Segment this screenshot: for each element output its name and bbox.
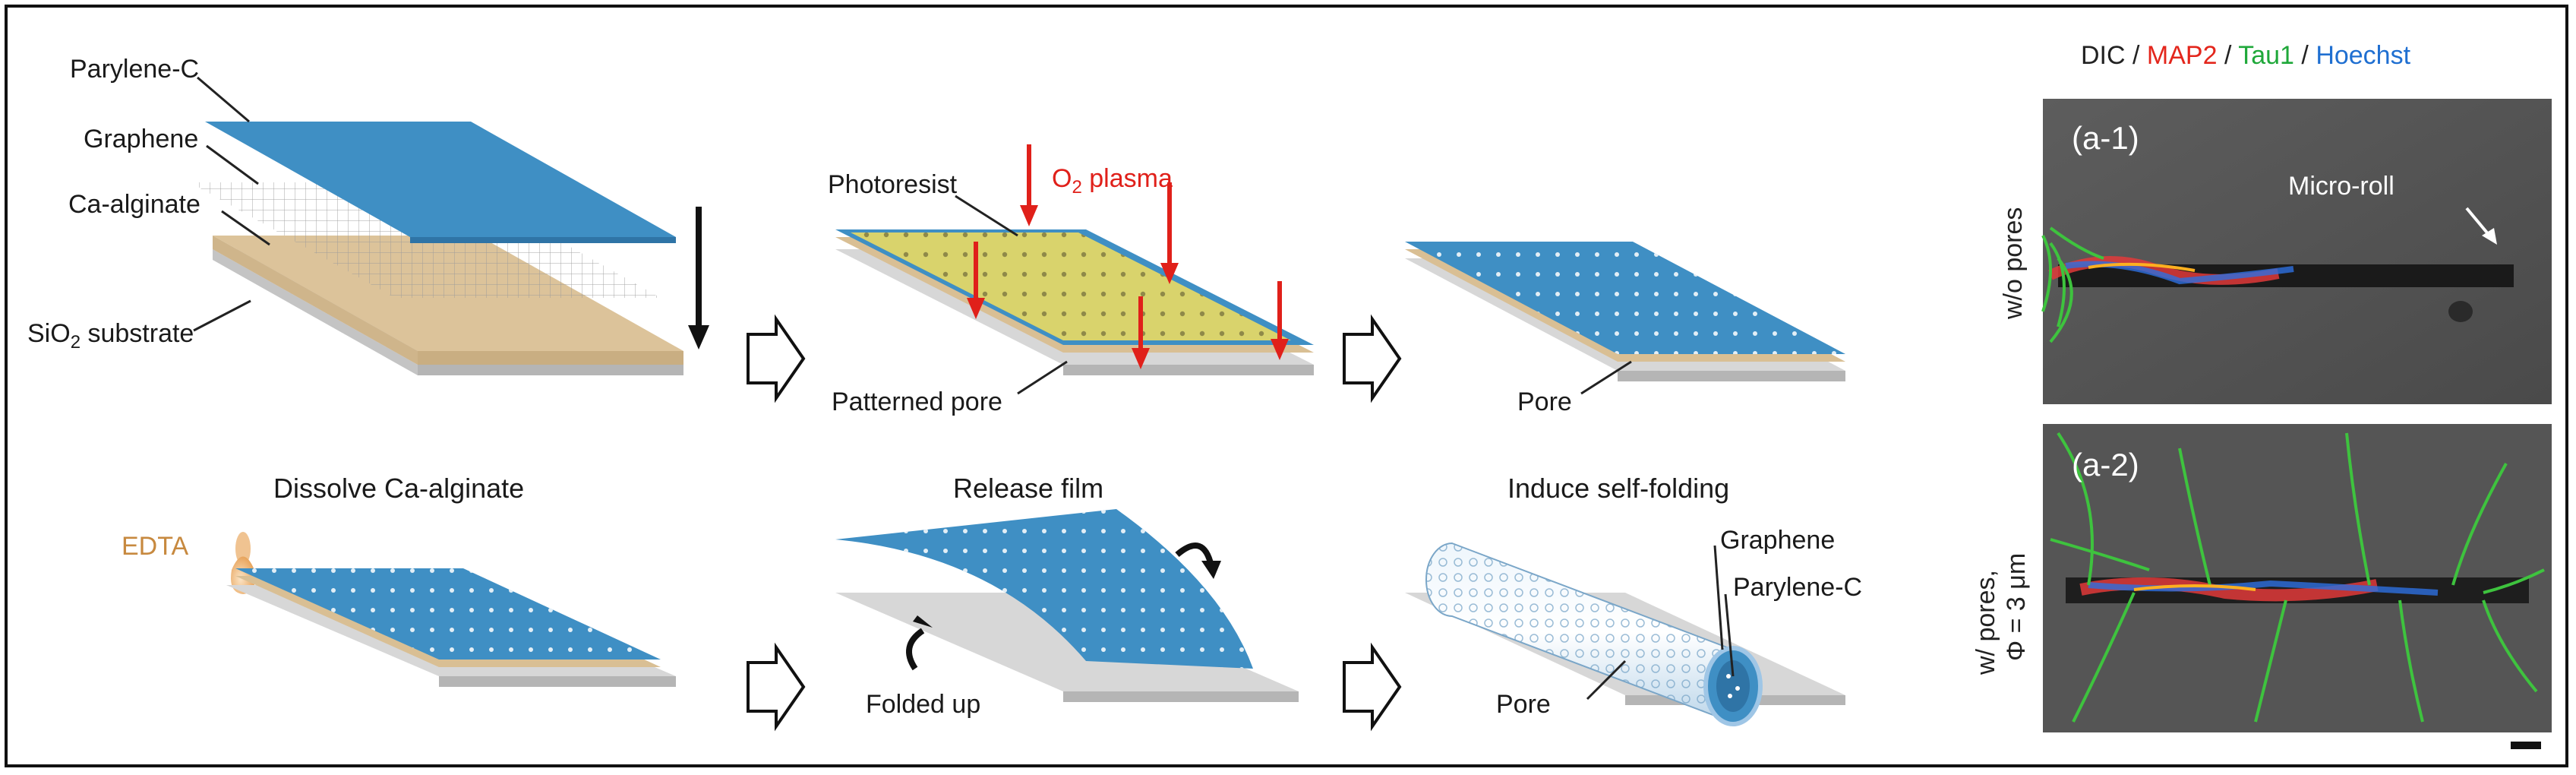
label-parylene: Parylene-C bbox=[70, 55, 199, 84]
label-photoresist: Photoresist bbox=[828, 170, 958, 199]
label-edta: EDTA bbox=[122, 532, 188, 561]
flow-arrow-1 bbox=[747, 314, 806, 403]
step6-self-folding: Induce self-folding Graphene Parylene-C … bbox=[1405, 473, 1862, 726]
parylene-layer bbox=[205, 122, 676, 237]
label-o2-plasma: O2 plasma bbox=[1052, 164, 1173, 198]
plasma-arrows bbox=[967, 144, 1289, 369]
label-folded-up: Folded up bbox=[866, 690, 980, 719]
step5-release: Release film Folded up bbox=[835, 473, 1299, 719]
flow-arrow-3 bbox=[747, 642, 806, 732]
step1-stack: Parylene-C Graphene Ca-alginate SiO2 sub… bbox=[27, 55, 709, 375]
step2-photoresist: Photoresist O2 plasma Patterned pore bbox=[828, 144, 1314, 416]
caption-dissolve: Dissolve Ca-alginate bbox=[273, 473, 524, 504]
legend-map2: MAP2 bbox=[2147, 41, 2218, 70]
flow-arrow-4 bbox=[1343, 642, 1402, 732]
step3-porous-film: Pore bbox=[1405, 242, 1845, 416]
scale-bar bbox=[2511, 742, 2541, 749]
panel1-tag: (a-1) bbox=[2072, 120, 2139, 156]
label-graphene: Graphene bbox=[84, 125, 198, 153]
panel1-side-label: w/o pores bbox=[1999, 207, 2028, 320]
panel2-side-label-2: Φ = 3 μm bbox=[2002, 553, 2031, 661]
legend-dic: DIC bbox=[2081, 41, 2126, 70]
micro-roll-pointer bbox=[2465, 207, 2491, 237]
micrograph-panel-1: (a-1) Micro-roll bbox=[2041, 99, 2552, 404]
label-pore: Pore bbox=[1517, 388, 1572, 416]
channel-legend: DIC / MAP2 / Tau1 / Hoechst bbox=[2081, 41, 2411, 70]
label-micro-roll: Micro-roll bbox=[2288, 172, 2394, 201]
edta-drop-icon bbox=[231, 556, 255, 594]
fold-arrow-left bbox=[906, 628, 925, 671]
caption-self-folding: Induce self-folding bbox=[1507, 473, 1729, 504]
micrograph-panel-2: (a-2) bbox=[2043, 424, 2552, 749]
caption-release: Release film bbox=[953, 473, 1103, 504]
label-ca-alginate: Ca-alginate bbox=[68, 190, 200, 219]
fold-arrow-right bbox=[1175, 542, 1214, 567]
label-parylene-tube: Parylene-C bbox=[1733, 573, 1862, 602]
legend-hoechst: Hoechst bbox=[2316, 41, 2410, 70]
legend-tau1: Tau1 bbox=[2238, 41, 2294, 70]
label-patterned-pore: Patterned pore bbox=[832, 388, 1002, 416]
microscopy-section: DIC / MAP2 / Tau1 / Hoechst (a-1) Micro-… bbox=[1971, 41, 2552, 749]
flow-arrow-2 bbox=[1343, 314, 1402, 403]
panel2-tag: (a-2) bbox=[2072, 447, 2139, 482]
panel2-side-label-1: w/ pores, bbox=[1971, 570, 2000, 675]
step4-dissolve: Dissolve Ca-alginate EDTA bbox=[122, 473, 676, 687]
label-sio2-substrate: SiO2 substrate bbox=[27, 319, 194, 353]
label-pore-tube: Pore bbox=[1496, 690, 1551, 719]
figure-frame: Parylene-C Graphene Ca-alginate SiO2 sub… bbox=[5, 5, 2568, 767]
micro-roll-tube bbox=[1425, 542, 1763, 726]
process-diagram: Parylene-C Graphene Ca-alginate SiO2 sub… bbox=[27, 41, 2552, 749]
label-graphene-tube: Graphene bbox=[1720, 526, 1835, 555]
